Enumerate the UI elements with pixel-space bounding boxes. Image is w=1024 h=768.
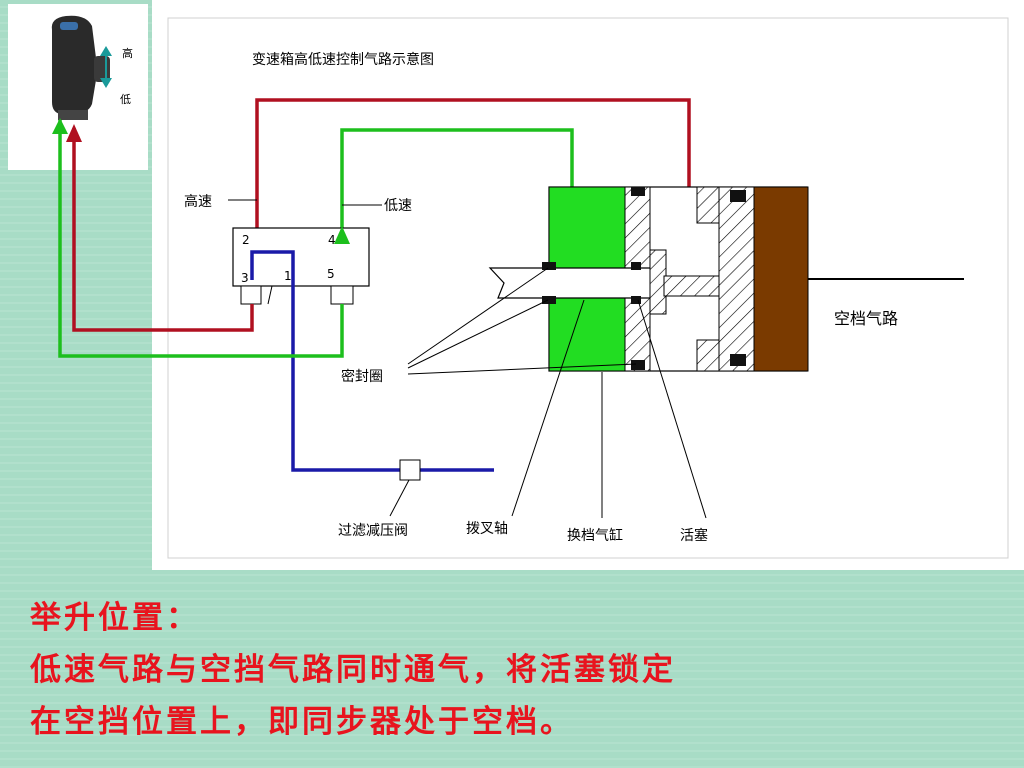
seal-2 xyxy=(542,296,556,304)
seal-3 xyxy=(631,187,645,196)
low-speed-arrow-icon xyxy=(334,226,350,244)
high-arrow-icon xyxy=(66,124,82,142)
label-filter-valve: 过滤减压阀 xyxy=(338,523,408,539)
seal-6 xyxy=(631,360,645,370)
low-arrow-icon xyxy=(52,118,68,134)
caption-line-3: 在空挡位置上，即同步器处于空档。 xyxy=(30,704,574,740)
seal-1 xyxy=(542,262,556,270)
caption-line-2: 低速气路与空挡气路同时通气，将活塞锁定 xyxy=(30,652,676,688)
filter-leader xyxy=(389,479,410,517)
label-fork-shaft: 拨叉轴 xyxy=(466,521,508,537)
piston-rod xyxy=(663,275,720,297)
valve-port-right xyxy=(330,285,354,305)
cylinder-end-cap xyxy=(753,186,809,372)
up-down-arrow-icon xyxy=(100,46,112,88)
low-control-line xyxy=(58,120,344,358)
seal-4 xyxy=(631,262,641,270)
seal-7 xyxy=(730,190,746,202)
valve-port-left xyxy=(240,285,262,305)
diagram-frame xyxy=(167,17,1009,559)
caption-line-1: 举升位置： xyxy=(30,600,200,636)
fork-shaft xyxy=(488,267,665,299)
piston-leader xyxy=(637,299,707,519)
valve-lever xyxy=(267,285,273,305)
filter-reducing-valve xyxy=(399,459,421,481)
seal-leader-3 xyxy=(407,363,637,375)
seal-leader-2 xyxy=(407,299,549,369)
seal-8 xyxy=(730,354,746,366)
port-5-label: 5 xyxy=(327,267,335,281)
label-seal: 密封圈 xyxy=(341,368,383,385)
thumb-label-low: 低 xyxy=(120,93,131,106)
label-piston: 活塞 xyxy=(680,527,708,544)
seal-5 xyxy=(631,296,641,304)
port-3-label: 3 xyxy=(241,271,249,285)
piston-right-bottom xyxy=(696,339,720,372)
piston-right-top xyxy=(696,186,720,224)
label-low-speed: 低速 xyxy=(384,198,412,214)
thumb-label-high: 高 xyxy=(122,46,133,60)
diagram-title: 变速箱高低速控制气路示意图 xyxy=(252,51,434,68)
port-2-label: 2 xyxy=(242,233,250,247)
low-speed-air-line xyxy=(340,128,574,240)
fork-shaft-leader xyxy=(511,299,585,517)
high-control-line xyxy=(72,128,254,332)
label-cylinder: 换档气缸 xyxy=(567,527,623,544)
high-speed-air-line xyxy=(255,98,691,228)
seal-leader-1 xyxy=(407,267,549,365)
port-4-label: 4 xyxy=(328,233,336,247)
caption-block: 举升位置： 低速气路与空挡气路同时通气，将活塞锁定 在空挡位置上，即同步器处于空… xyxy=(30,592,1010,748)
piston-right xyxy=(718,186,755,372)
shift-knob-icon xyxy=(51,15,110,120)
label-neutral-path: 空档气路 xyxy=(834,309,898,328)
supply-air-line xyxy=(250,250,400,472)
label-high-speed: 高速 xyxy=(184,193,212,210)
port-1-label: 1 xyxy=(284,269,292,283)
